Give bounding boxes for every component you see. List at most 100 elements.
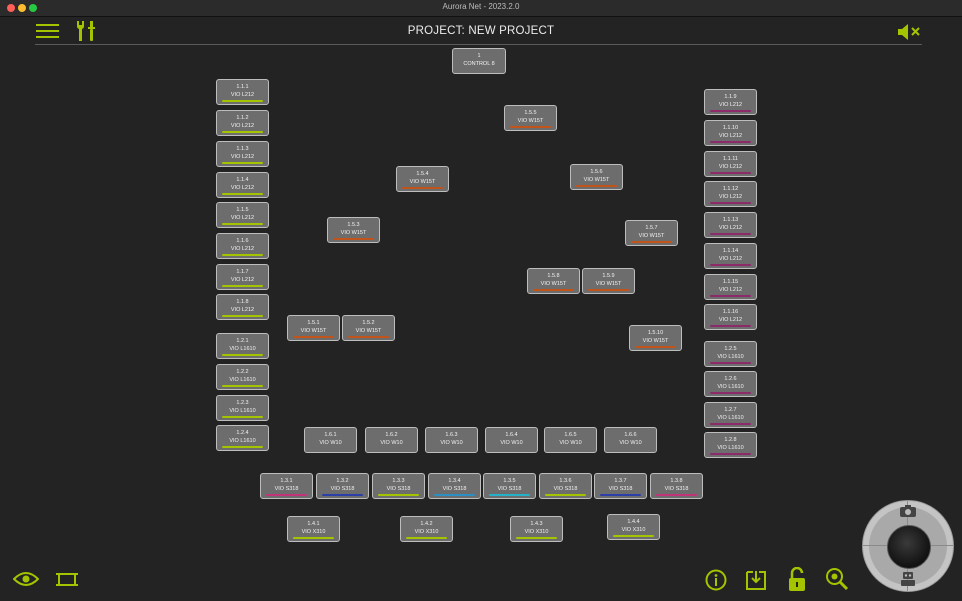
joystick-knob[interactable] <box>887 525 931 569</box>
device-node-model: VIO L212 <box>230 185 255 191</box>
device-node-id: 1.6.4 <box>505 432 518 438</box>
device-node-model: VIO L212 <box>230 92 255 98</box>
device-node-id: 1.1.11 <box>723 156 738 162</box>
device-node-id: 1.2.5 <box>724 346 737 352</box>
speaker-mute-icon[interactable] <box>897 23 923 41</box>
device-node-id: 1.6.1 <box>324 432 337 438</box>
hamburger-menu-icon[interactable] <box>36 23 60 39</box>
zoom-icon[interactable] <box>825 567 849 591</box>
device-node-id: 1.1.4 <box>236 177 249 183</box>
fit-screen-icon[interactable] <box>56 571 78 588</box>
device-node-model: VIO L1610 <box>717 384 744 390</box>
device-node-model: VIO W10 <box>319 440 342 446</box>
device-node-model: VIO S318 <box>442 486 467 492</box>
device-node-model: VIO X310 <box>621 527 646 533</box>
camera-icon[interactable] <box>899 504 917 518</box>
device-node-accent-bar <box>489 494 530 496</box>
robot-icon[interactable] <box>899 571 917 587</box>
device-node-accent-bar <box>348 336 389 338</box>
device-node-id: 1.1.9 <box>724 94 737 100</box>
device-node-accent-bar <box>402 187 443 189</box>
device-node-model: VIO S318 <box>386 486 411 492</box>
device-node-id: 1.4.1 <box>307 521 320 527</box>
device-node-accent-bar <box>710 202 751 204</box>
device-node-model: VIO W15T <box>517 118 544 124</box>
device-node-model: VIO W10 <box>559 440 582 446</box>
device-node-accent-bar <box>222 285 263 287</box>
device-node-id: 1.1.1 <box>236 84 249 90</box>
download-icon[interactable] <box>745 569 767 591</box>
navigation-joystick[interactable] <box>862 500 954 592</box>
device-node-model: VIO L1610 <box>229 346 256 352</box>
device-node-accent-bar <box>710 264 751 266</box>
info-icon[interactable] <box>705 569 727 591</box>
device-node-id: 1.2.2 <box>236 369 249 375</box>
unlock-icon[interactable] <box>787 567 807 592</box>
device-node-id: 1.1.16 <box>722 309 739 315</box>
device-node-model: VIO L1610 <box>717 415 744 421</box>
tools-icon[interactable] <box>74 20 98 42</box>
device-node-accent-bar <box>710 172 751 174</box>
device-node-id: 1.3.4 <box>448 478 461 484</box>
eye-icon[interactable] <box>13 571 39 587</box>
minimize-window-button[interactable] <box>18 4 26 12</box>
device-node-accent-bar <box>222 162 263 164</box>
device-node-id: 1.1.10 <box>722 125 739 131</box>
zoom-window-button[interactable] <box>29 4 37 12</box>
close-window-button[interactable] <box>7 4 15 12</box>
